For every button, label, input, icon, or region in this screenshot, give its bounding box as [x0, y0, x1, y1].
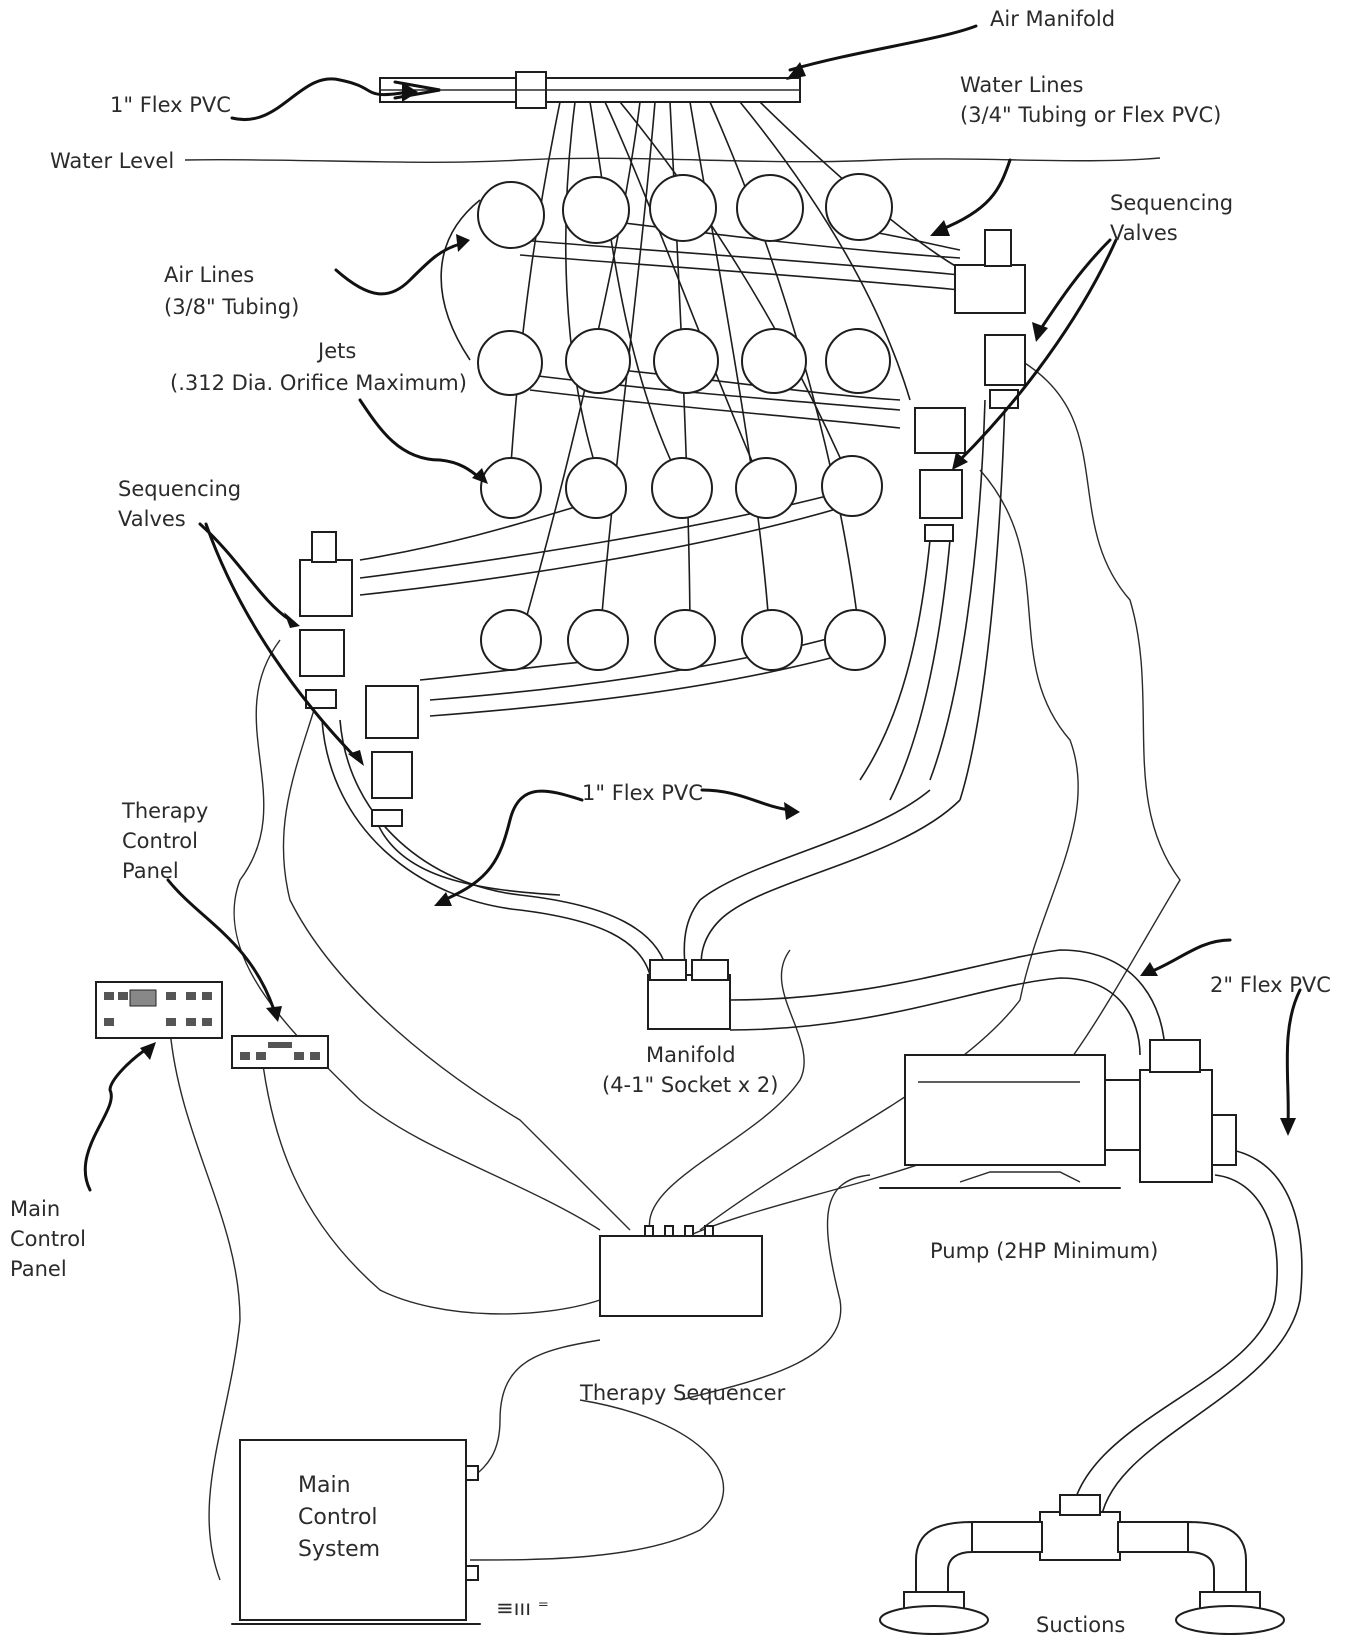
label-flex-pvc-1in-mid: 1" Flex PVC [582, 781, 703, 805]
label-main-control-panel-2: Control [10, 1227, 86, 1251]
label-jets: Jets [316, 339, 356, 363]
label-main-control-system-2: Control [298, 1505, 378, 1530]
main-control-system: ≡ııı ⁼ [231, 1439, 549, 1625]
therapy-control-panel [231, 1035, 329, 1069]
label-air-lines: Air Lines [164, 263, 254, 287]
label-water-lines-detail: (3/4" Tubing or Flex PVC) [960, 103, 1221, 127]
label-air-lines-detail: (3/8" Tubing) [164, 295, 299, 319]
water-level-line [184, 157, 1161, 163]
flex-pvc-1in [321, 719, 961, 976]
label-main-control-system-3: System [298, 1537, 380, 1562]
label-water-level: Water Level [50, 149, 174, 173]
label-main-control-panel-3: Panel [10, 1257, 67, 1281]
label-sequencing-valves-right-2: Valves [1110, 221, 1178, 245]
main-control-panel [95, 981, 223, 1039]
label-sequencing-valves-right: Sequencing [1110, 191, 1233, 215]
label-jets-detail: (.312 Dia. Orifice Maximum) [170, 371, 467, 395]
label-suctions: Suctions [1036, 1613, 1125, 1637]
callout-arrows [83, 24, 1302, 1192]
label-flex-pvc-2in: 2" Flex PVC [1210, 973, 1331, 997]
label-therapy-control-panel-3: Panel [122, 859, 179, 883]
air-manifold [379, 71, 801, 109]
label-sequencing-valves-left-2: Valves [118, 507, 186, 531]
labels: Air Manifold 1" Flex PVC Water Level Wat… [10, 7, 1331, 1637]
flex-pvc-2in [729, 949, 1303, 1531]
label-main-control-system: Main [298, 1473, 351, 1498]
label-therapy-sequencer: Therapy Sequencer [579, 1381, 786, 1405]
control-cables [169, 359, 1181, 1581]
label-sequencing-valves-left: Sequencing [118, 477, 241, 501]
therapy-sequencer [599, 1225, 763, 1317]
label-main-control-panel: Main [10, 1197, 60, 1221]
label-pump: Pump (2HP Minimum) [930, 1239, 1158, 1263]
electrical-symbol: ≡ııı ⁼ [496, 1596, 549, 1620]
sequencing-valves-right [914, 229, 1026, 542]
label-air-manifold: Air Manifold [990, 7, 1115, 31]
label-flex-pvc-1in-top: 1" Flex PVC [110, 93, 231, 117]
label-therapy-control-panel-2: Control [122, 829, 198, 853]
label-manifold-detail: (4-1" Socket x 2) [602, 1073, 778, 1097]
label-manifold: Manifold [646, 1043, 736, 1067]
sequencing-valves-left [299, 531, 419, 827]
label-water-lines: Water Lines [960, 73, 1083, 97]
water-manifold [647, 959, 731, 1030]
pump [879, 1039, 1237, 1189]
label-therapy-control-panel: Therapy [121, 799, 208, 823]
jets [477, 173, 893, 671]
suctions [879, 1494, 1285, 1635]
